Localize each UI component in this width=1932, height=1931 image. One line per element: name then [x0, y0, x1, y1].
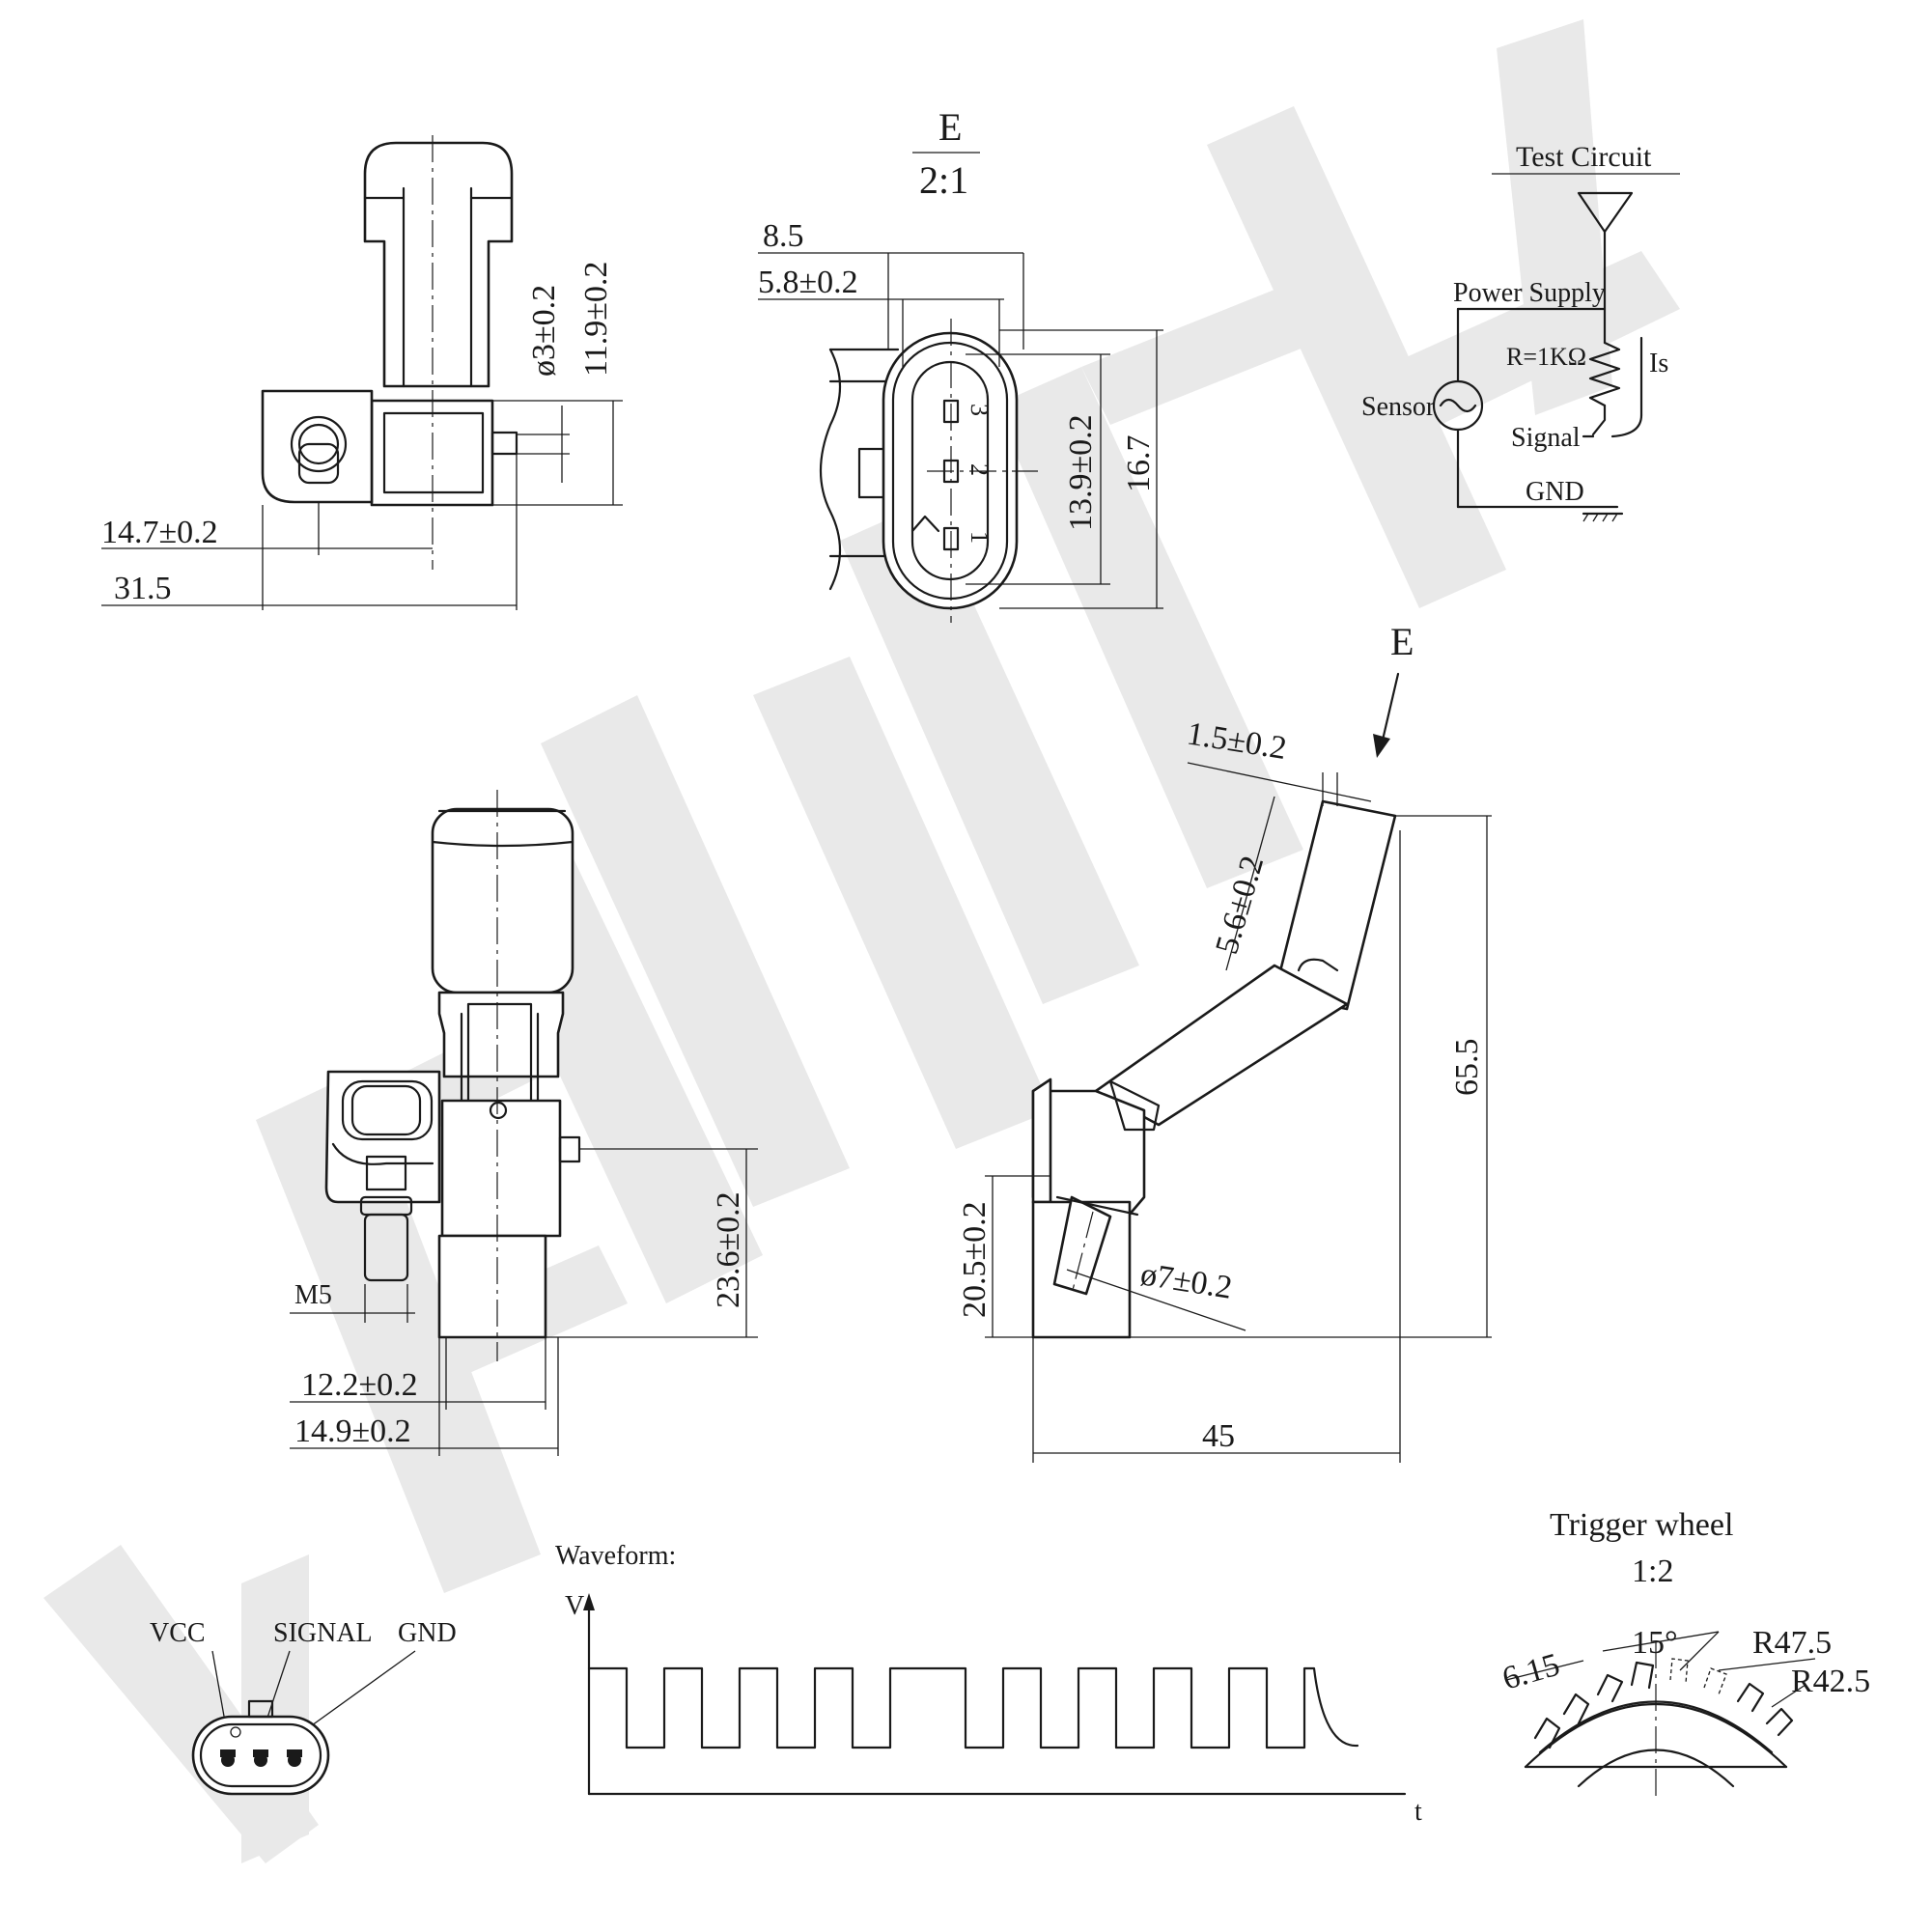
waveform-title: Waveform:: [555, 1541, 676, 1571]
dim-16-7: 16.7: [1121, 435, 1157, 493]
pin-2-label: 2: [966, 463, 994, 476]
trigger-r42-5: R42.5: [1791, 1664, 1870, 1699]
dim-8-5: 8.5: [763, 218, 804, 254]
dim-12-2: 12.2±0.2: [301, 1367, 418, 1403]
dim-23-6: 23.6±0.2: [711, 1191, 746, 1308]
trigger-wheel-scale: 1:2: [1632, 1553, 1673, 1589]
sensor-label: Sensor: [1361, 392, 1436, 422]
power-supply-label: Power Supply: [1453, 278, 1606, 308]
connector-view-e: E 2:1 3 2 1 8.5 5.8±0.2 13.9±0.2: [758, 105, 1163, 623]
dim-13-9: 13.9±0.2: [1063, 414, 1099, 531]
pin-signal-label: SIGNAL: [273, 1618, 373, 1648]
front-view: 23.6±0.2 M5 12.2±0.2 14.9±0.2: [290, 790, 758, 1456]
trigger-angle-15: 15°: [1632, 1625, 1678, 1661]
dim-20-5: 20.5±0.2: [957, 1201, 993, 1318]
pin-vcc-label: VCC: [150, 1618, 206, 1648]
dim-11-9: 11.9±0.2: [578, 262, 614, 377]
waveform-x-label: t: [1414, 1797, 1422, 1827]
waveform: Waveform: V t: [555, 1541, 1422, 1827]
dim-31-5: 31.5: [114, 571, 172, 606]
trigger-wheel: Trigger wheel 1:2 6.15 15° R47.5 R42.5: [1498, 1507, 1870, 1796]
watermark: [43, 19, 1680, 1863]
resistor-label: R=1KΩ: [1506, 343, 1586, 371]
pin-3-label: 3: [966, 404, 994, 416]
top-view: ø3±0.2 11.9±0.2 14.7±0.2 31.5: [101, 135, 623, 610]
trigger-dim-6-15: 6.15: [1498, 1647, 1563, 1697]
dim-65-5: 65.5: [1449, 1039, 1485, 1097]
pin-gnd-label: GND: [398, 1618, 457, 1648]
dim-14-9: 14.9±0.2: [294, 1413, 411, 1449]
test-circuit: Test Circuit Power Supply R=1KΩ Is Senso…: [1361, 141, 1680, 522]
pin-1-label: 1: [966, 531, 994, 544]
test-circuit-title: Test Circuit: [1516, 141, 1652, 173]
view-e-scale: 2:1: [919, 158, 968, 202]
gnd-label: GND: [1526, 477, 1584, 507]
dim-m5: M5: [294, 1280, 332, 1310]
current-label: Is: [1649, 349, 1668, 378]
signal-label: Signal: [1511, 423, 1581, 453]
pinout-view: VCC SIGNAL GND: [150, 1618, 457, 1796]
dim-diameter-3: ø3±0.2: [526, 285, 562, 377]
trigger-r47-5: R47.5: [1752, 1625, 1832, 1661]
trigger-wheel-title: Trigger wheel: [1550, 1507, 1733, 1543]
view-e-label: E: [938, 105, 962, 149]
dim-14-7: 14.7±0.2: [101, 515, 218, 550]
waveform-signal: [587, 1666, 1359, 1749]
waveform-y-label: V: [565, 1591, 584, 1621]
side-view-arrow-label: E: [1390, 620, 1414, 663]
dim-45: 45: [1202, 1418, 1235, 1454]
dim-5-8: 5.8±0.2: [758, 265, 858, 300]
